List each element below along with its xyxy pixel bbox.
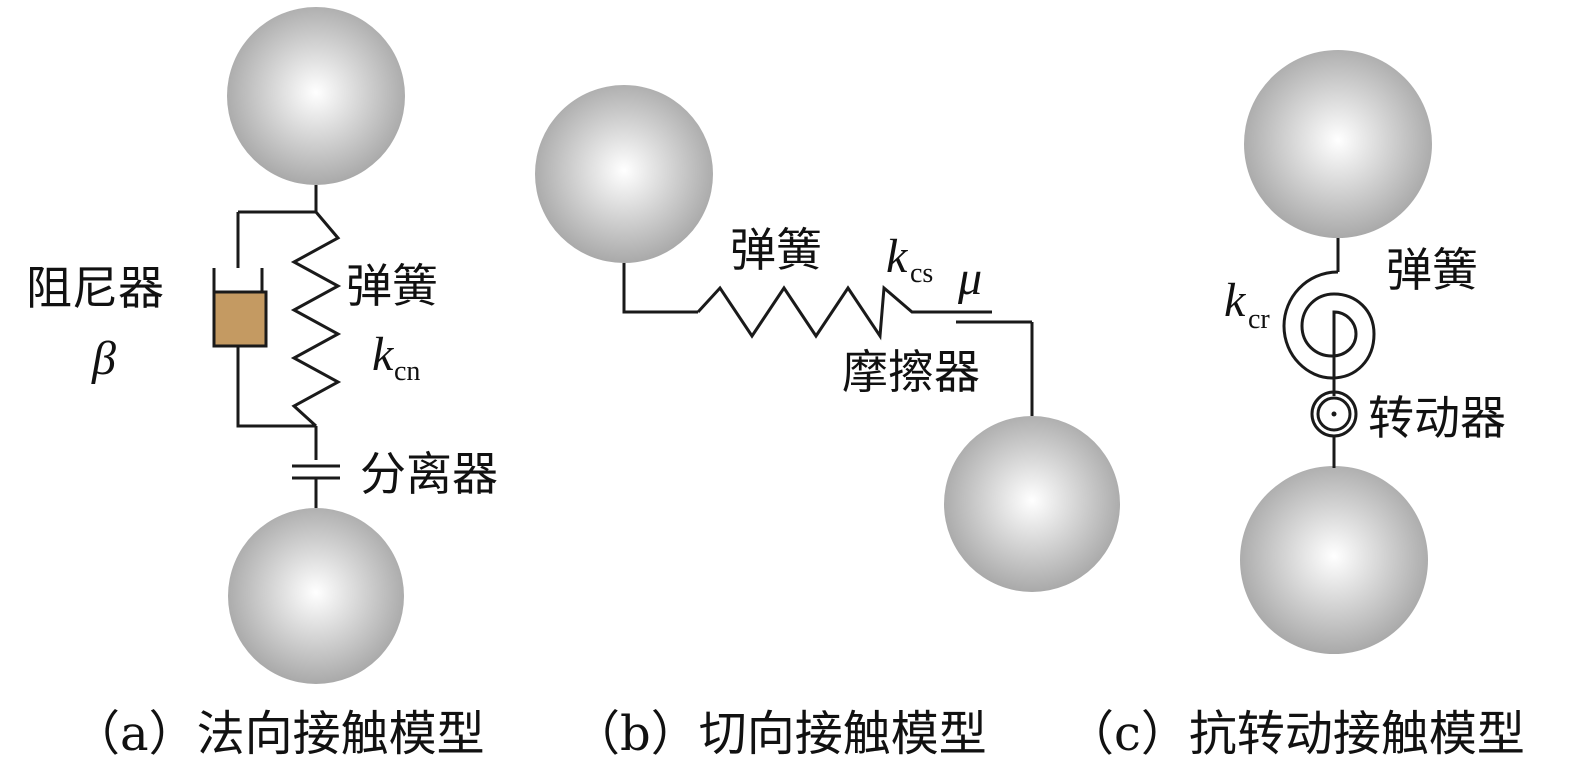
rotator-label: 转动器: [1368, 391, 1506, 445]
wire: [236, 185, 318, 460]
panel-b-tangential-contact: 弹簧 k cs μ 摩擦器: [535, 85, 1120, 592]
spring-subscript: cn: [394, 356, 420, 387]
tangential-spring: [696, 284, 992, 341]
particle-sphere-top: [227, 7, 405, 185]
particle-sphere-bottom: [1240, 466, 1428, 654]
spring-label: 弹簧: [346, 259, 438, 313]
caption-a: （a）法向接触模型: [72, 706, 485, 762]
caption-c: （c）抗转动接触模型: [1066, 706, 1525, 762]
particle-sphere-top: [1244, 50, 1432, 238]
panel-c-rolling-contact: k cr 弹簧 转动器: [1224, 50, 1506, 654]
spring-label: 弹簧: [1386, 243, 1478, 297]
spring-subscript: cs: [910, 258, 933, 289]
damper-label: 阻尼器: [26, 261, 164, 315]
normal-spring: [290, 211, 342, 428]
separator-label: 分离器: [360, 447, 498, 501]
wire: [622, 263, 698, 314]
friction-label: 摩擦器: [842, 345, 980, 399]
spring-symbol: k: [372, 328, 395, 381]
friction-element: [956, 320, 1034, 416]
spiral-spring: [1282, 270, 1376, 396]
spring-label: 弹簧: [730, 223, 822, 277]
damper-symbol: β: [91, 332, 116, 385]
caption-b: （b）切向接触模型: [572, 706, 987, 762]
panel-a-normal-contact: 阻尼器 β 弹簧 k cn 分离器: [26, 7, 498, 684]
damper-piston: [212, 290, 268, 348]
separator: [292, 464, 340, 508]
spring-subscript: cr: [1248, 304, 1270, 335]
spring-symbol: k: [886, 230, 909, 283]
rotator: [1310, 390, 1358, 468]
particle-sphere-bottom: [228, 508, 404, 684]
particle-sphere-right: [944, 416, 1120, 592]
friction-symbol: μ: [957, 252, 982, 305]
spring-symbol: k: [1224, 274, 1247, 327]
particle-sphere-left: [535, 85, 713, 263]
